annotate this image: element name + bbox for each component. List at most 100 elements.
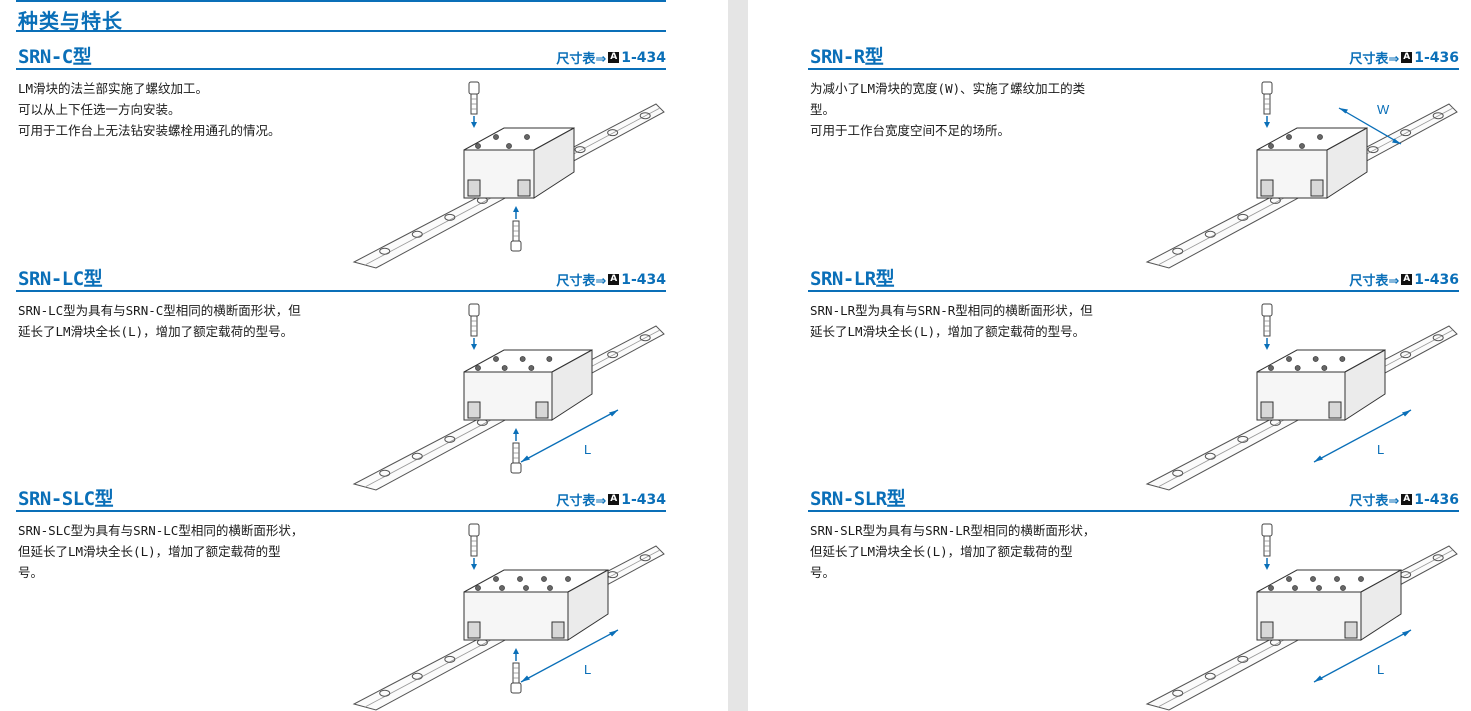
section-description: SRN-SLC型为具有与SRN-LC型相同的横断面形状，但延长了LM滑块全长(L… xyxy=(18,520,343,583)
linear-guide-drawing xyxy=(352,81,665,269)
bolt-head xyxy=(1261,303,1273,317)
description-line: LM滑块的法兰部实施了螺纹加工。 xyxy=(18,81,209,96)
mounting-bolt-icon xyxy=(510,206,522,252)
rail-bolt-hole xyxy=(1400,351,1412,359)
tapped-hole xyxy=(1316,585,1322,591)
bolt-head xyxy=(1261,81,1273,95)
linear-guide-drawing: L xyxy=(352,523,665,711)
tapped-hole xyxy=(1317,134,1323,140)
description-line: SRN-LR型为具有与SRN-R型相同的横断面形状，但 xyxy=(810,303,1093,318)
tapped-hole xyxy=(493,134,499,140)
end-seal xyxy=(467,401,481,419)
end-seal xyxy=(535,401,549,419)
rail-bolt-hole xyxy=(379,469,391,477)
rail-bolt-hole xyxy=(1172,469,1184,477)
dimension-label-w: W xyxy=(1377,102,1390,117)
description-line: SRN-SLC型为具有与SRN-LC型相同的横断面形状， xyxy=(18,523,304,538)
bolt-thread xyxy=(513,225,519,237)
dimension-label-l: L xyxy=(584,442,591,457)
tapped-hole xyxy=(517,576,523,582)
rail-bolt-hole xyxy=(444,213,456,221)
lm-block xyxy=(1256,349,1386,421)
tapped-hole xyxy=(501,365,508,371)
section-description: SRN-LR型为具有与SRN-R型相同的横断面形状，但延长了LM滑块全长(L)，… xyxy=(810,300,1135,342)
section-title: SRN-SLC型 xyxy=(18,488,114,510)
tapped-hole xyxy=(493,576,499,582)
tapped-hole xyxy=(1292,585,1298,591)
dimension-line-w xyxy=(1338,107,1402,145)
dimension-line-l xyxy=(520,409,619,463)
ref-prefix: 尺寸表⇒ xyxy=(556,274,607,289)
description-line: 可以从上下任选一方向安装。 xyxy=(18,102,181,117)
bolt-thread xyxy=(471,320,477,332)
ref-page: 1-434 xyxy=(621,49,666,66)
tapped-hole xyxy=(1299,143,1305,149)
rail-bolt-hole xyxy=(1172,689,1184,697)
arrow-head xyxy=(513,206,519,212)
arrow-head xyxy=(471,122,477,128)
description-line: 但延长了LM滑块全长(L)，增加了额定载荷的型 xyxy=(810,544,1073,559)
tapped-hole xyxy=(1312,356,1319,362)
block-front-face xyxy=(1256,591,1362,641)
rail-bolt-hole xyxy=(1204,230,1216,238)
section-title: SRN-R型 xyxy=(810,46,884,68)
dimension-label-l: L xyxy=(1377,662,1384,677)
rail-bolt-hole xyxy=(379,689,391,697)
description-line: SRN-SLR型为具有与SRN-LR型相同的横断面形状， xyxy=(810,523,1096,538)
rail-bolt-hole xyxy=(444,655,456,663)
lm-block xyxy=(463,127,575,199)
section-description: SRN-SLR型为具有与SRN-LR型相同的横断面形状， 但延长了LM滑块全长(L… xyxy=(810,520,1135,583)
bolt-thread xyxy=(471,540,477,552)
linear-guide-drawing: L xyxy=(1145,303,1458,491)
section-description: 为减小了LM滑块的宽度(W)、实施了螺纹加工的类型。可用于工作台宽度空间不足的场… xyxy=(810,78,1135,141)
bolt-thread xyxy=(1264,98,1270,110)
arrow-head xyxy=(1264,122,1270,128)
rail-bolt-hole xyxy=(1172,247,1184,255)
tapped-hole xyxy=(565,576,571,582)
description-line: 号。 xyxy=(18,565,44,580)
bolt-head xyxy=(468,523,480,537)
ref-badge: A xyxy=(608,52,620,63)
mounting-bolt-icon xyxy=(1261,81,1273,128)
linear-guide-drawing: L xyxy=(1145,523,1458,711)
tapped-hole xyxy=(1334,576,1340,582)
tapped-hole xyxy=(1268,585,1274,591)
ref-page: 1-436 xyxy=(1414,491,1459,508)
ref-prefix: 尺寸表⇒ xyxy=(1349,274,1400,289)
tapped-hole xyxy=(499,585,505,591)
tapped-hole xyxy=(523,585,529,591)
tapped-hole xyxy=(547,585,553,591)
rail-bolt-hole xyxy=(1237,213,1249,221)
bolt-head xyxy=(510,462,522,474)
ref-badge: A xyxy=(608,274,620,285)
product-illustration xyxy=(346,72,665,269)
tapped-hole xyxy=(546,356,553,362)
arrow-head xyxy=(513,428,519,434)
rail-bolt-hole xyxy=(1400,129,1412,137)
tapped-hole xyxy=(1340,585,1346,591)
ref-badge: A xyxy=(1401,494,1413,505)
bolt-thread xyxy=(513,447,519,459)
section-description: LM滑块的法兰部实施了螺纹加工。可以从上下任选一方向安装。可用于工作台上无法钻安… xyxy=(18,78,343,141)
bolt-thread xyxy=(471,98,477,110)
tapped-hole xyxy=(1358,576,1364,582)
rail-bolt-hole xyxy=(574,146,586,154)
section-title: SRN-LC型 xyxy=(18,268,103,290)
mounting-bolt-icon xyxy=(1261,303,1273,350)
ref-prefix: 尺寸表⇒ xyxy=(1349,52,1400,67)
tapped-hole xyxy=(475,143,481,149)
description-line: 延长了LM滑块全长(L)，增加了额定载荷的型号。 xyxy=(18,324,294,339)
